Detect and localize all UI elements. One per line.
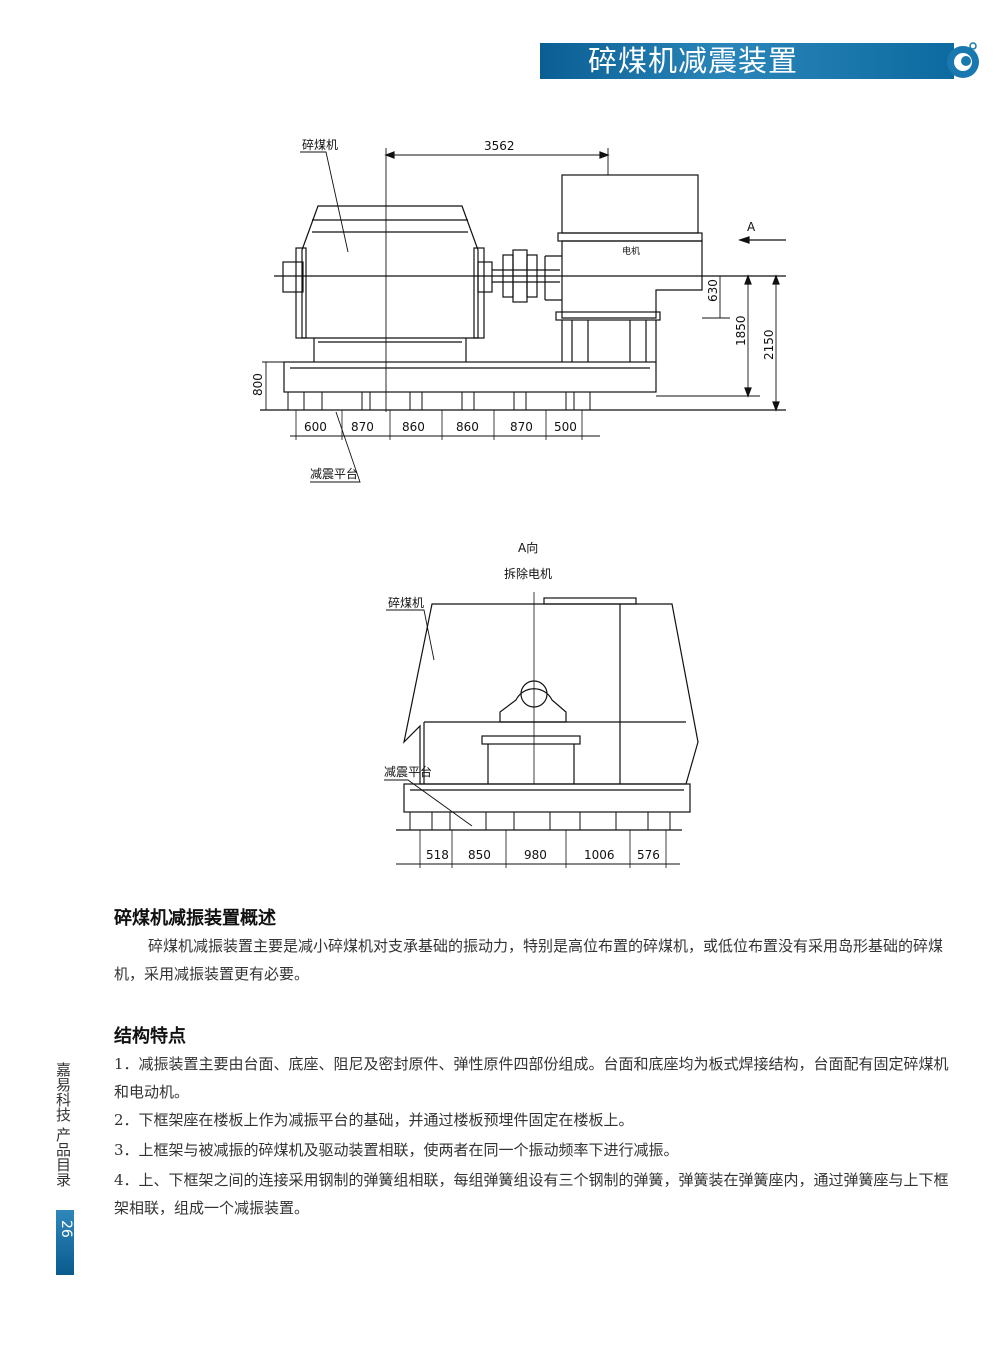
side-elevation-drawing: 碎煤机 电机 减震平台 A 3562 630 1850 2150 800 600… (251, 137, 786, 483)
title-banner: 碎煤机减震装置 (540, 43, 954, 79)
dim-1850: 1850 (734, 315, 748, 346)
feature-item-1: 1．减振装置主要由台面、底座、阻尼及密封原件、弹性原件四部份组成。台面和底座均为… (114, 1055, 949, 1101)
label-crusher-1: 碎煤机 (302, 137, 338, 152)
dim-800: 800 (251, 373, 265, 396)
bottom-dim: 850 (468, 848, 491, 862)
features-title: 结构特点 (114, 1026, 186, 1047)
view-mark-a: A (747, 220, 756, 234)
company-logo-icon (947, 42, 979, 78)
spring-groups (287, 391, 591, 411)
a-view-drawing: A向 拆除电机 碎煤机 减震平台 518 850 980 1006 576 (384, 540, 699, 868)
dim-630: 630 (706, 279, 720, 302)
overview-title: 碎煤机减振装置概述 (114, 908, 276, 929)
bottom-dim: 870 (510, 420, 533, 434)
feature-item-4: 4．上、下框架之间的连接采用钢制的弹簧组相联，每组弹簧组设有三个钢制的弹簧，弹簧… (114, 1171, 949, 1217)
bottom-dim: 500 (554, 420, 577, 434)
label-crusher-2: 碎煤机 (388, 595, 424, 610)
bottom-dim: 576 (637, 848, 660, 862)
bottom-dim: 1006 (584, 848, 615, 862)
dim-2150: 2150 (762, 329, 776, 360)
technical-drawings: 碎煤机 电机 减震平台 A 3562 630 1850 2150 800 600… (251, 137, 786, 868)
bottom-dim: 518 (426, 848, 449, 862)
overview-body: 碎煤机减振装置主要是减小碎煤机对支承基础的振动力，特别是高位布置的碎煤机，或低位… (114, 937, 944, 983)
label-motor: 电机 (622, 245, 640, 257)
page-number: 26 (58, 1220, 74, 1238)
label-platform-2: 减震平台 (384, 764, 432, 779)
page-number-tab: 26 (56, 1210, 74, 1275)
bottom-dim: 600 (304, 420, 327, 434)
bottom-dim: 870 (351, 420, 374, 434)
bottom-dim: 860 (402, 420, 425, 434)
dim-3562: 3562 (484, 139, 515, 153)
feature-item-2: 2．下框架座在楼板上作为减振平台的基础，并通过楼板预埋件固定在楼板上。 (114, 1111, 634, 1129)
feature-item-3: 3．上框架与被减振的碎煤机及驱动装置相联，使两者在同一个振动频率下进行减振。 (114, 1141, 679, 1159)
view-subtitle: 拆除电机 (504, 566, 552, 581)
label-platform-1: 减震平台 (310, 466, 358, 481)
page-title: 碎煤机减震装置 (588, 44, 799, 78)
catalog-label: 嘉易科技 产品目录 (54, 1062, 72, 1187)
view-title: A向 (518, 540, 538, 555)
bottom-dim: 980 (524, 848, 547, 862)
bottom-dim: 860 (456, 420, 479, 434)
